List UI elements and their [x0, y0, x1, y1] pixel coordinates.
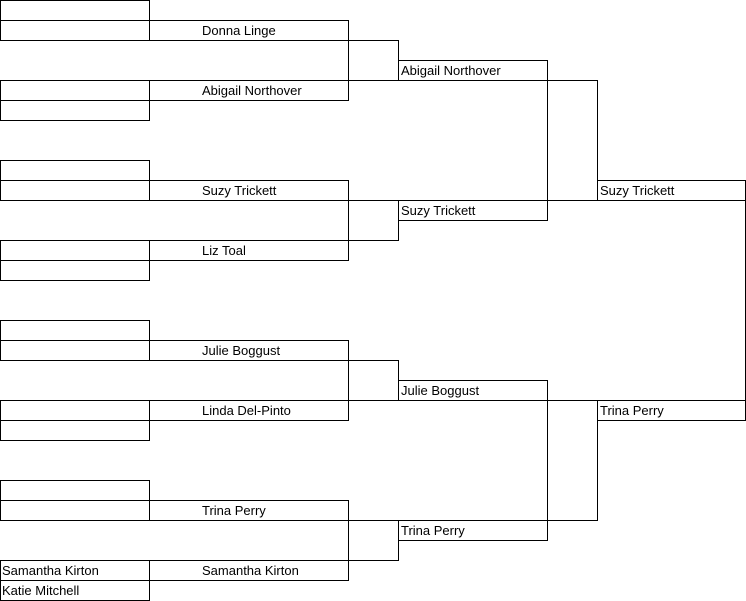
- r1-slot: [0, 240, 150, 261]
- r2-slot: [149, 560, 349, 581]
- sf-slot: [348, 40, 548, 81]
- r2-m3-player1: Julie Boggust: [202, 343, 281, 358]
- r2-slot: [0, 20, 349, 41]
- r1-slot: [0, 480, 150, 501]
- r2-m1-player2: Abigail Northover: [202, 83, 302, 98]
- r2-m1-player1: Donna Linge: [202, 23, 276, 38]
- final-slot: [547, 400, 746, 521]
- r2-slot: [0, 400, 349, 421]
- sf-slot: [348, 200, 548, 241]
- r2-slot: [0, 500, 349, 521]
- r1-slot: [0, 400, 150, 421]
- r2-m4-player1: Trina Perry: [202, 503, 266, 518]
- final-player2: Trina Perry: [600, 403, 664, 418]
- r2-m2-player1: Suzy Trickett: [202, 183, 277, 198]
- final-player1: Suzy Trickett: [600, 183, 675, 198]
- r1-slot: [0, 500, 150, 521]
- r1-slot: [0, 20, 150, 41]
- r2-slot: [0, 80, 349, 101]
- r2-slot: [0, 180, 349, 201]
- r1-slot: [0, 100, 150, 121]
- sf-slot: [348, 520, 548, 561]
- sf-slot: [348, 360, 548, 401]
- r2-slot: [0, 340, 349, 361]
- sf-m2-winner: Suzy Trickett: [401, 203, 476, 218]
- r2-m2-player2: Liz Toal: [202, 243, 246, 258]
- sf-m1-winner: Abigail Northover: [401, 63, 501, 78]
- r2-m3-player2: Linda Del-Pinto: [202, 403, 291, 418]
- sf-m4-winner: Trina Perry: [401, 523, 465, 538]
- r1-m7-player1: Samantha Kirton: [2, 563, 99, 578]
- r1-slot: [0, 180, 150, 201]
- r1-slot: [0, 0, 150, 21]
- sf-m3-winner: Julie Boggust: [401, 383, 480, 398]
- final-slot: [547, 80, 746, 201]
- r1-m7-player2: Katie Mitchell: [2, 583, 80, 598]
- r1-slot: [0, 420, 150, 441]
- r1-slot: [0, 260, 150, 281]
- r2-m4-player2: Samantha Kirton: [202, 563, 299, 578]
- r2-slot: [0, 240, 349, 261]
- r1-slot: [0, 80, 150, 101]
- r1-slot: [0, 340, 150, 361]
- r1-slot: [0, 160, 150, 181]
- r1-slot: [0, 320, 150, 341]
